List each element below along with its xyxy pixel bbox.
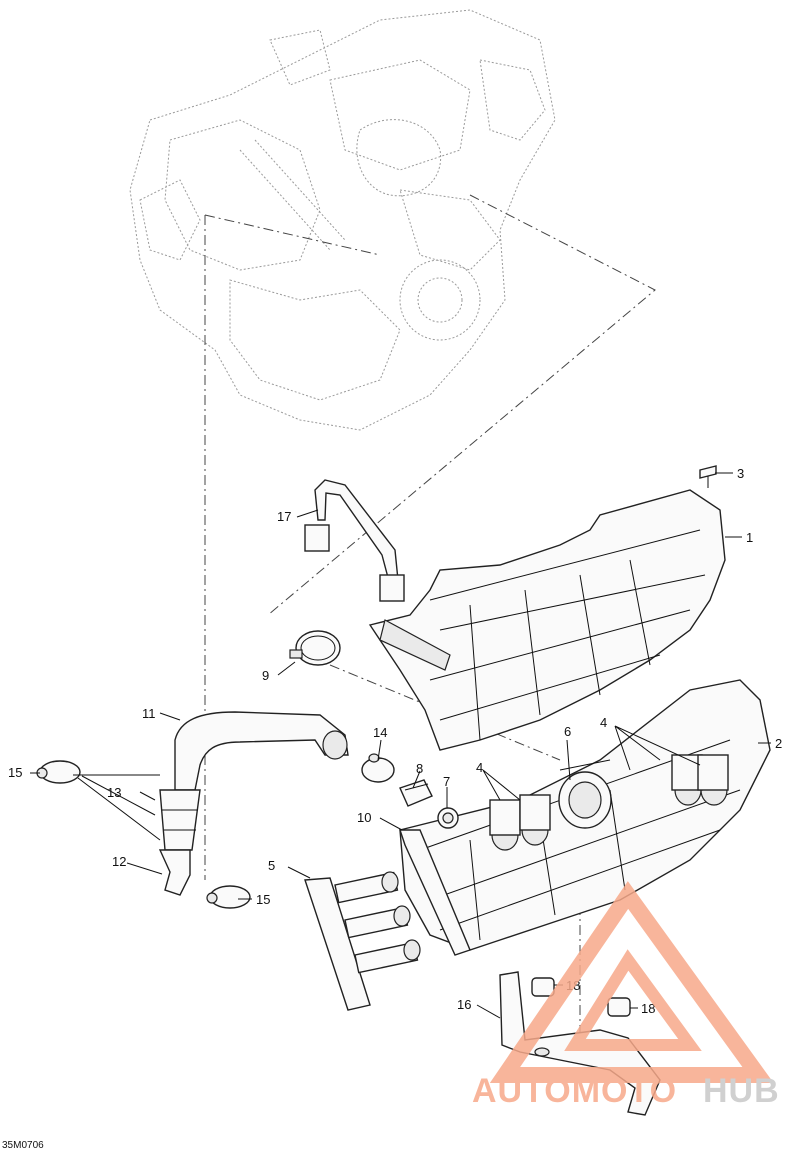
engine-ghost-outline (129, 9, 556, 431)
airbox-cover-part (368, 489, 726, 751)
callout-15a: 15 (8, 765, 22, 780)
callout-2: 2 (775, 736, 782, 751)
callout-13: 13 (107, 785, 121, 800)
callout-16: 16 (457, 997, 471, 1012)
callout-18b: 18 (641, 1001, 655, 1016)
callout-labels: 1 2 3 4 4 5 6 7 8 9 10 11 12 13 14 15 15… (8, 466, 782, 1016)
callout-6: 6 (564, 724, 571, 739)
callout-15b: 15 (256, 892, 270, 907)
hose-clamps (36, 753, 395, 909)
clamp-part (289, 630, 341, 666)
callout-4a: 4 (600, 715, 607, 730)
callout-1: 1 (746, 530, 753, 545)
fitting-and-grommet (399, 779, 459, 829)
watermark-brand-part1: AUTOMOTO (472, 1072, 677, 1110)
callout-10: 10 (357, 810, 371, 825)
callout-11: 11 (142, 706, 156, 721)
watermark: AUTOMOTO HUB (472, 881, 780, 1110)
screw-part (699, 465, 717, 488)
callout-3: 3 (737, 466, 744, 481)
callout-12: 12 (112, 854, 126, 869)
filter-frame-part (399, 829, 471, 956)
filter-element-part (304, 871, 421, 1011)
triangle-logo-icon (489, 881, 774, 1083)
strap-part (304, 479, 405, 602)
breather-hose-assembly (158, 711, 349, 896)
airbox-base-part (399, 679, 771, 951)
callout-14: 14 (373, 725, 387, 740)
callout-leaders (30, 472, 771, 1019)
callout-9: 9 (262, 668, 269, 683)
callout-5: 5 (268, 858, 275, 873)
drawing-code: 35M0706 (2, 1140, 44, 1151)
callout-17: 17 (277, 509, 291, 524)
callout-8: 8 (416, 761, 423, 776)
callout-4b: 4 (476, 760, 483, 775)
watermark-brand-part2: HUB (703, 1072, 780, 1110)
bumper-parts (531, 977, 631, 1017)
callout-7: 7 (443, 774, 450, 789)
